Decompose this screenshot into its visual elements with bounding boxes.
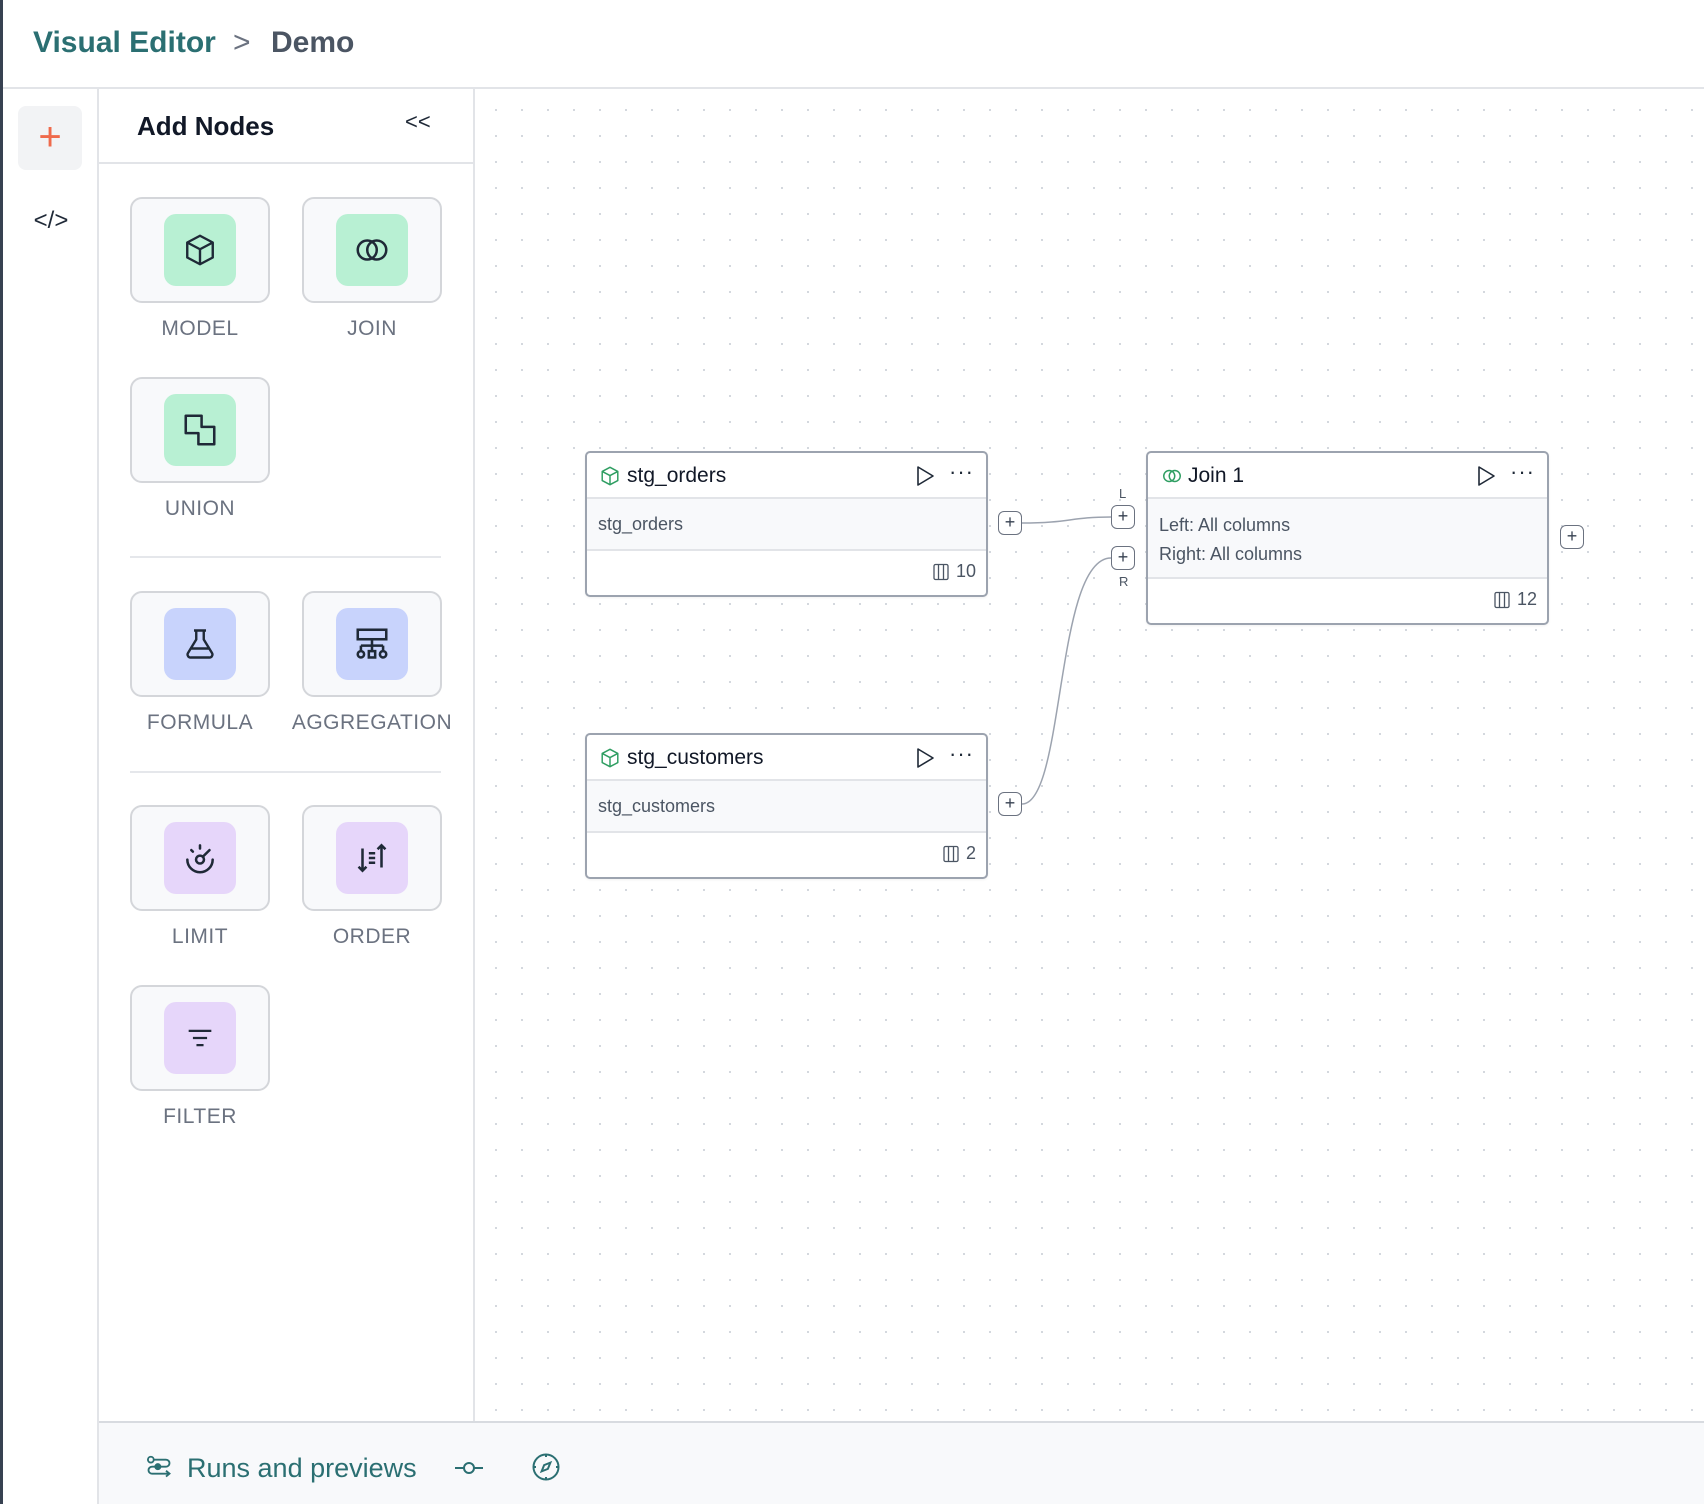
divider <box>130 771 441 773</box>
node-title: stg_orders <box>627 464 727 487</box>
node-body: stg_orders <box>587 499 986 551</box>
tile-label: MODEL <box>161 317 239 340</box>
plus-icon: + <box>38 115 62 159</box>
tile-label: FORMULA <box>146 711 254 734</box>
cube-icon <box>601 466 619 486</box>
columns-icon <box>933 563 949 580</box>
node-description: stg_orders <box>598 514 684 534</box>
columns-icon <box>1494 591 1510 608</box>
run-icon[interactable] <box>914 746 936 770</box>
column-count: 12 <box>1493 589 1537 610</box>
breadcrumb-demo: Demo <box>271 26 355 59</box>
add-after-stg-orders-handle[interactable]: + <box>998 511 1022 535</box>
add-nodes-button[interactable]: + <box>18 106 82 170</box>
run-icon[interactable] <box>1475 464 1497 488</box>
more-options-icon[interactable]: ··· <box>949 459 974 484</box>
code-icon: </> <box>33 207 69 234</box>
node-tile-union[interactable] <box>130 377 270 483</box>
columns-icon <box>943 845 959 862</box>
edge-customers-to-join-right <box>1021 557 1112 805</box>
runs-icon <box>146 1455 171 1477</box>
join-right-input-handle[interactable]: + <box>1111 546 1135 570</box>
join-left-columns: Left: All columns <box>1159 515 1291 535</box>
edge-orders-to-join-left <box>1021 516 1112 524</box>
tile-label: AGGREGATION <box>291 711 453 734</box>
join-icon <box>336 214 408 286</box>
tile-label: UNION <box>164 497 236 520</box>
runs-and-previews-button[interactable]: Runs and previews <box>145 1453 417 1484</box>
divider <box>130 556 441 558</box>
node-body: stg_customers <box>587 781 986 833</box>
left-rail: + </> <box>3 89 99 1504</box>
node-tile-filter[interactable] <box>130 985 270 1091</box>
filter-icon <box>164 1002 236 1074</box>
node-body: Left: All columns Right: All columns <box>1148 499 1547 579</box>
node-description: stg_customers <box>598 796 716 816</box>
node-title: Join 1 <box>1188 464 1245 487</box>
node-tile-model[interactable] <box>130 197 270 303</box>
node-join-1[interactable]: Join 1 ··· Left: All columns Right: All … <box>1146 451 1549 625</box>
add-after-join-handle[interactable]: + <box>1560 525 1584 549</box>
bottom-bar: Runs and previews <box>99 1421 1704 1504</box>
flask-icon <box>164 608 236 680</box>
join-icon <box>1163 469 1181 483</box>
node-stg-orders[interactable]: stg_orders ··· stg_orders 10 <box>585 451 988 597</box>
divider <box>99 162 473 164</box>
sort-icon <box>336 822 408 894</box>
panel-title: Add Nodes <box>137 111 275 141</box>
breadcrumb-visual-editor[interactable]: Visual Editor <box>33 26 216 59</box>
node-title: stg_customers <box>627 746 764 769</box>
more-options-icon[interactable]: ··· <box>1510 459 1535 484</box>
compass-icon[interactable] <box>531 1452 561 1482</box>
limit-icon <box>164 822 236 894</box>
more-options-icon[interactable]: ··· <box>949 741 974 766</box>
window-edge <box>0 0 3 1504</box>
tile-label: FILTER <box>163 1105 237 1128</box>
add-nodes-panel: Add Nodes << MODEL JOIN UNION FORMULA AG… <box>99 89 475 1421</box>
node-tile-aggregation[interactable] <box>302 591 442 697</box>
column-count: 2 <box>942 843 976 864</box>
node-tile-limit[interactable] <box>130 805 270 911</box>
node-tile-join[interactable] <box>302 197 442 303</box>
column-count: 10 <box>932 561 976 582</box>
node-tile-order[interactable] <box>302 805 442 911</box>
collapse-panel-button[interactable]: << <box>405 109 431 134</box>
cube-icon <box>164 214 236 286</box>
tile-label: ORDER <box>332 925 412 948</box>
add-after-stg-customers-handle[interactable]: + <box>998 792 1022 816</box>
tile-label: LIMIT <box>171 925 229 948</box>
commit-icon[interactable] <box>454 1456 484 1480</box>
run-icon[interactable] <box>914 464 936 488</box>
tile-label: JOIN <box>347 317 397 340</box>
code-view-button[interactable]: </> <box>23 201 79 241</box>
right-input-label: R <box>1119 574 1129 589</box>
runs-label: Runs and previews <box>187 1453 417 1483</box>
join-left-input-handle[interactable]: + <box>1111 505 1135 529</box>
union-icon <box>164 394 236 466</box>
breadcrumb-separator: > <box>233 26 251 59</box>
header: Visual Editor > Demo <box>3 0 1704 89</box>
join-right-columns: Right: All columns <box>1159 544 1303 564</box>
node-stg-customers[interactable]: stg_customers ··· stg_customers 2 <box>585 733 988 879</box>
left-input-label: L <box>1119 486 1127 501</box>
hierarchy-icon <box>336 608 408 680</box>
node-tile-formula[interactable] <box>130 591 270 697</box>
cube-icon <box>601 748 619 768</box>
